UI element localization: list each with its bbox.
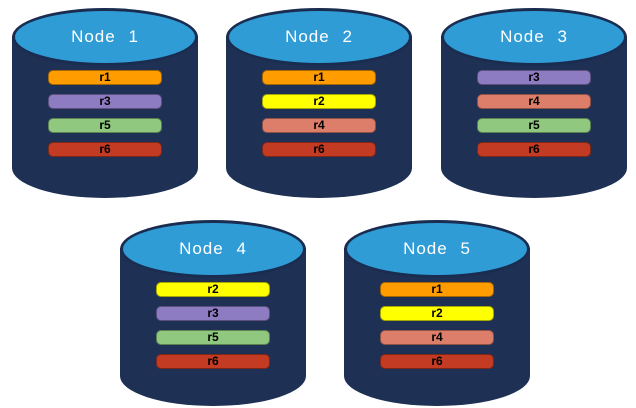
replica-bar: r1 (380, 282, 494, 297)
cylinder-top: Node 5 (344, 220, 530, 278)
cylinder-top: Node 2 (226, 8, 412, 66)
replica-bar: r4 (262, 118, 376, 133)
replica-bar: r6 (156, 354, 270, 369)
replica-bar: r3 (48, 94, 162, 109)
replica-list: r3 r4 r5 r6 (441, 70, 627, 157)
replica-bar: r1 (262, 70, 376, 85)
replica-bar: r2 (156, 282, 270, 297)
node-title: Node 2 (285, 27, 353, 46)
replica-bar: r6 (380, 354, 494, 369)
replica-bar: r6 (477, 142, 591, 157)
replica-bar: r1 (48, 70, 162, 85)
database-node-2: Node 2 r1 r2 r4 r6 (226, 8, 412, 198)
replica-bar: r2 (262, 94, 376, 109)
replica-bar: r5 (477, 118, 591, 133)
cylinder-top: Node 3 (441, 8, 627, 66)
replica-list: r1 r2 r4 r6 (344, 282, 530, 369)
database-node-4: Node 4 r2 r3 r5 r6 (120, 220, 306, 406)
replica-bar: r6 (262, 142, 376, 157)
cylinder-top: Node 1 (12, 8, 198, 66)
database-node-3: Node 3 r3 r4 r5 r6 (441, 8, 627, 198)
replica-bar: r3 (156, 306, 270, 321)
node-title: Node 1 (71, 27, 139, 46)
replica-bar: r6 (48, 142, 162, 157)
cylinder-top: Node 4 (120, 220, 306, 278)
replica-list: r1 r3 r5 r6 (12, 70, 198, 157)
database-node-1: Node 1 r1 r3 r5 r6 (12, 8, 198, 198)
replica-bar: r4 (477, 94, 591, 109)
node-title: Node 4 (179, 239, 247, 258)
node-title: Node 3 (500, 27, 568, 46)
replica-bar: r3 (477, 70, 591, 85)
replica-bar: r4 (380, 330, 494, 345)
replica-bar: r5 (48, 118, 162, 133)
replica-bar: r2 (380, 306, 494, 321)
replica-list: r2 r3 r5 r6 (120, 282, 306, 369)
replica-bar: r5 (156, 330, 270, 345)
replica-list: r1 r2 r4 r6 (226, 70, 412, 157)
database-node-5: Node 5 r1 r2 r4 r6 (344, 220, 530, 406)
node-title: Node 5 (403, 239, 471, 258)
